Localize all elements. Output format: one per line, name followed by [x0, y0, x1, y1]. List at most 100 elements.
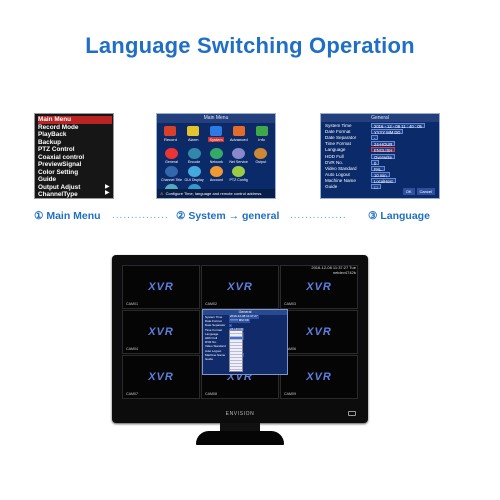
dialog-setting-label: Language — [205, 331, 219, 336]
main-menu-item[interactable]: Logout — [38, 199, 112, 200]
scroll-up-icon[interactable]: ▶ — [105, 184, 110, 190]
dialog-setting-value[interactable]: - — [229, 322, 232, 328]
language-dropdown-list[interactable] — [229, 330, 243, 372]
screen-clock: 2016-12-08 11:37:27 Tue netdev4742b — [311, 265, 356, 275]
setting-label: Time Format — [325, 141, 351, 147]
system-tab[interactable]: Advanced — [228, 126, 250, 142]
general-setting-row: Guide☐ — [321, 184, 439, 190]
main-menu-item[interactable]: ChannelType — [38, 191, 78, 198]
camera-label: CAM08 — [205, 392, 217, 396]
grid-item-label: GUI Display — [184, 178, 204, 182]
setting-value[interactable]: YYYY MM DD — [371, 128, 404, 135]
dialog-setting-label: Machine Name — [205, 352, 226, 357]
main-menu-item[interactable]: Color Setting — [38, 168, 79, 176]
page-title: Language Switching Operation — [85, 33, 415, 58]
dialog-setting-label: Date Separator — [205, 323, 226, 328]
setting-value[interactable]: 24-HOUR — [371, 141, 396, 147]
clock-datetime: 2016-12-08 11:37:27 Tue — [311, 265, 356, 270]
system-grid-item[interactable]: Output — [251, 148, 271, 164]
camera-watermark: XVR — [148, 281, 174, 293]
system-tab[interactable]: Info — [251, 126, 273, 142]
grid-item-icon — [232, 148, 246, 159]
system-tab[interactable]: Alarm — [182, 126, 204, 142]
menu-scroll-arrows[interactable]: ▶ ▶ — [105, 184, 111, 196]
setting-value[interactable]: 2016 - 12 - 08 11 : 40 : 05 — [371, 122, 425, 129]
system-grid-item[interactable]: Network — [206, 148, 226, 164]
tab-icon — [232, 126, 245, 136]
system-menu-footer: ⚠Configure Time, language and remote con… — [157, 189, 275, 198]
main-menu-item[interactable]: PreviewSignal — [38, 161, 82, 168]
system-tab[interactable]: Record — [159, 126, 181, 142]
system-grid-item[interactable]: Encode — [184, 148, 204, 164]
dialog-setting-value[interactable]: 24-HOUR — [229, 326, 245, 332]
system-grid-item[interactable]: PTZ Config — [228, 166, 248, 182]
camera-watermark: XVR — [306, 371, 332, 383]
grid-item-label: Net Service — [229, 160, 248, 164]
main-menu-item[interactable]: PlayBack — [38, 131, 67, 138]
setting-value[interactable]: LocalHost — [371, 178, 396, 184]
system-grid-item[interactable]: General — [161, 148, 182, 164]
setting-value[interactable]: PAL — [371, 165, 385, 172]
setting-value[interactable]: Overwrite — [371, 153, 395, 160]
grid-item-label: PTZ Config — [229, 178, 248, 182]
main-menu-item[interactable]: Record Mode — [38, 123, 79, 131]
setting-label: Date Separator — [325, 134, 357, 140]
tab-label: Alarm — [187, 137, 199, 142]
general-setting-row: Date Separator - — [321, 134, 439, 141]
system-tab[interactable]: System — [205, 126, 227, 142]
setting-label: HDD Full — [325, 153, 344, 159]
main-menu-item[interactable]: Guide — [38, 176, 57, 183]
dialog-setting-label: Video Standard — [205, 344, 226, 349]
setting-value[interactable]: ☐ — [371, 184, 381, 190]
system-grid-item[interactable]: Account — [206, 166, 226, 182]
system-grid-item[interactable]: GUI Display — [184, 166, 204, 182]
setting-label: Auto Logout — [325, 172, 350, 178]
general-menu-buttons: OK Cancel — [402, 188, 435, 195]
setting-label: Machine Name — [325, 178, 356, 184]
cancel-button[interactable]: Cancel — [416, 188, 435, 195]
system-grid-item[interactable]: Net Service — [228, 148, 248, 164]
setting-value[interactable]: - — [371, 134, 379, 141]
step-3-label: ③ Language — [368, 210, 430, 222]
setting-value[interactable]: 10 min — [371, 172, 390, 178]
dialog-setting-label: Auto Logout — [205, 348, 222, 353]
tab-label: Info — [258, 137, 265, 142]
ok-button[interactable]: OK — [402, 188, 415, 195]
general-menu-header: General — [321, 114, 439, 122]
system-grid-item[interactable]: Channel Title — [161, 166, 182, 182]
main-menu-item[interactable]: Coaxial control — [38, 153, 85, 161]
grid-item-icon — [209, 148, 223, 159]
tab-label: Record — [163, 137, 177, 142]
dialog-setting-value[interactable]: YYYY MM DD — [229, 318, 250, 324]
camera-watermark: XVR — [148, 371, 174, 383]
dialog-setting-value[interactable]: 2016-12-08 11:37:27 — [229, 314, 259, 319]
main-menu-item[interactable]: Backup — [38, 138, 62, 146]
scroll-down-icon[interactable]: ▶ — [105, 190, 110, 196]
setting-value[interactable]: ENGLISH — [371, 147, 396, 153]
power-button[interactable] — [348, 411, 356, 416]
monitor-screen: XVRCAM01XVRCAM02XVRCAM03XVRCAM04XVRCAM05… — [120, 263, 360, 399]
grid-item-label: Channel Title — [161, 178, 182, 182]
brand-logo: ENVISION — [225, 411, 255, 417]
main-menu-item[interactable]: Main Menu — [38, 116, 112, 124]
dialog-setting-row: Date Separator- — [203, 323, 287, 327]
main-menu-item[interactable]: PTZ Control — [38, 146, 75, 153]
dialog-setting-label: Date Format — [205, 319, 222, 324]
grid-item-icon — [187, 148, 201, 159]
setting-value[interactable]: 0 — [371, 159, 380, 166]
main-menu-item[interactable]: Output Adjust — [38, 183, 81, 191]
